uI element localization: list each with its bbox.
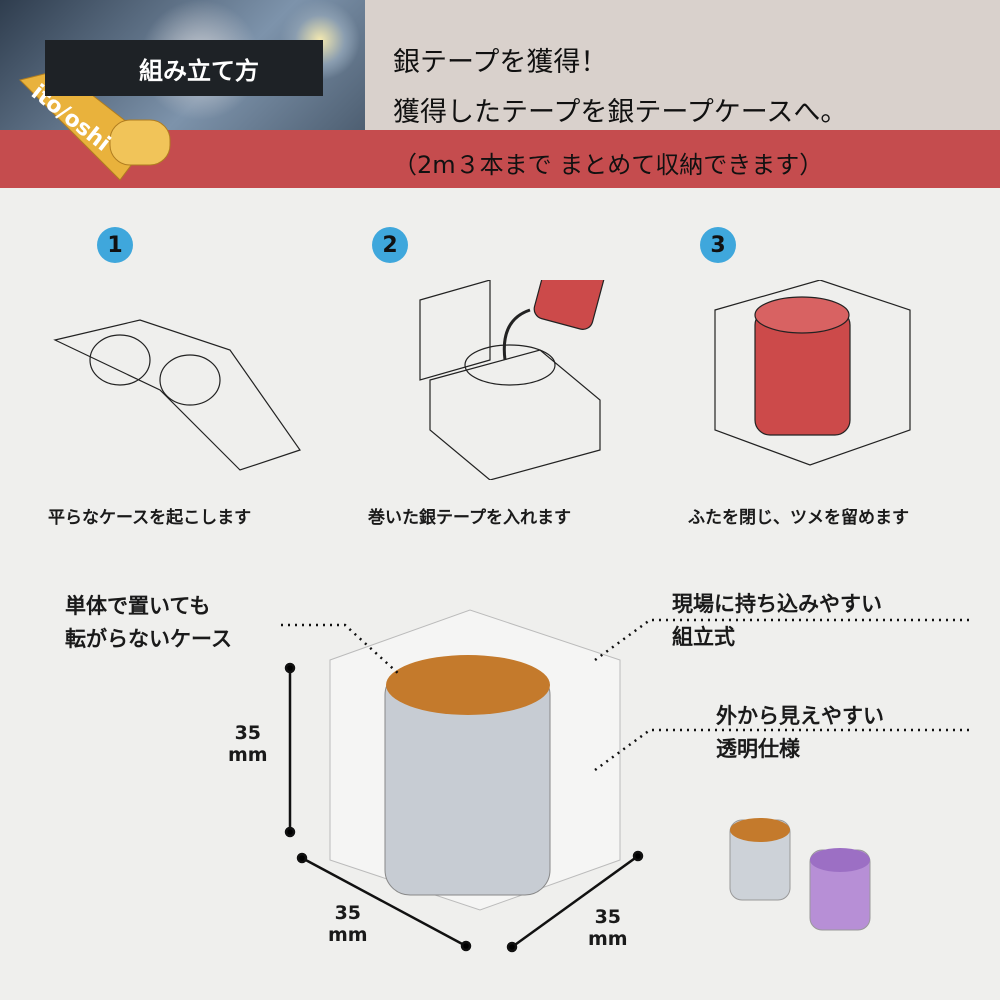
closed-case-illustration: [714, 280, 911, 466]
callout-leaders: [280, 618, 970, 772]
flat-case-illustration: [53, 319, 301, 471]
callout-right-1: 現場に持ち込みやすい組立式: [672, 592, 882, 649]
dimension-lines: [284, 662, 644, 953]
headline-3: （2m３本まで まとめて収納できます）: [393, 151, 824, 179]
step-1-caption: 平らなケースを起こします: [48, 508, 252, 528]
section-label: 組み立て方: [45, 40, 323, 96]
step-1-number: 1: [97, 227, 133, 263]
step-2-number: 2: [372, 227, 408, 263]
step-illustrations: [53, 280, 911, 480]
callout-left: 単体で置いても転がらないケース: [65, 594, 232, 651]
step-3-number: 3: [700, 227, 736, 263]
small-cases: [729, 818, 871, 931]
step-3-caption: ふたを閉じ、ツメを留めます: [688, 508, 909, 528]
step-2-caption: 巻いた銀テープを入れます: [368, 508, 571, 528]
product-illustration: [280, 609, 970, 953]
callout-right-2: 外から見えやすい透明仕様: [716, 704, 884, 761]
insert-tape-illustration: [419, 280, 608, 480]
headline-2: 獲得したテープを銀テープケースへ。: [393, 97, 848, 128]
header-panel: [365, 0, 1000, 130]
headline-1: 銀テープを獲得！: [393, 47, 608, 78]
